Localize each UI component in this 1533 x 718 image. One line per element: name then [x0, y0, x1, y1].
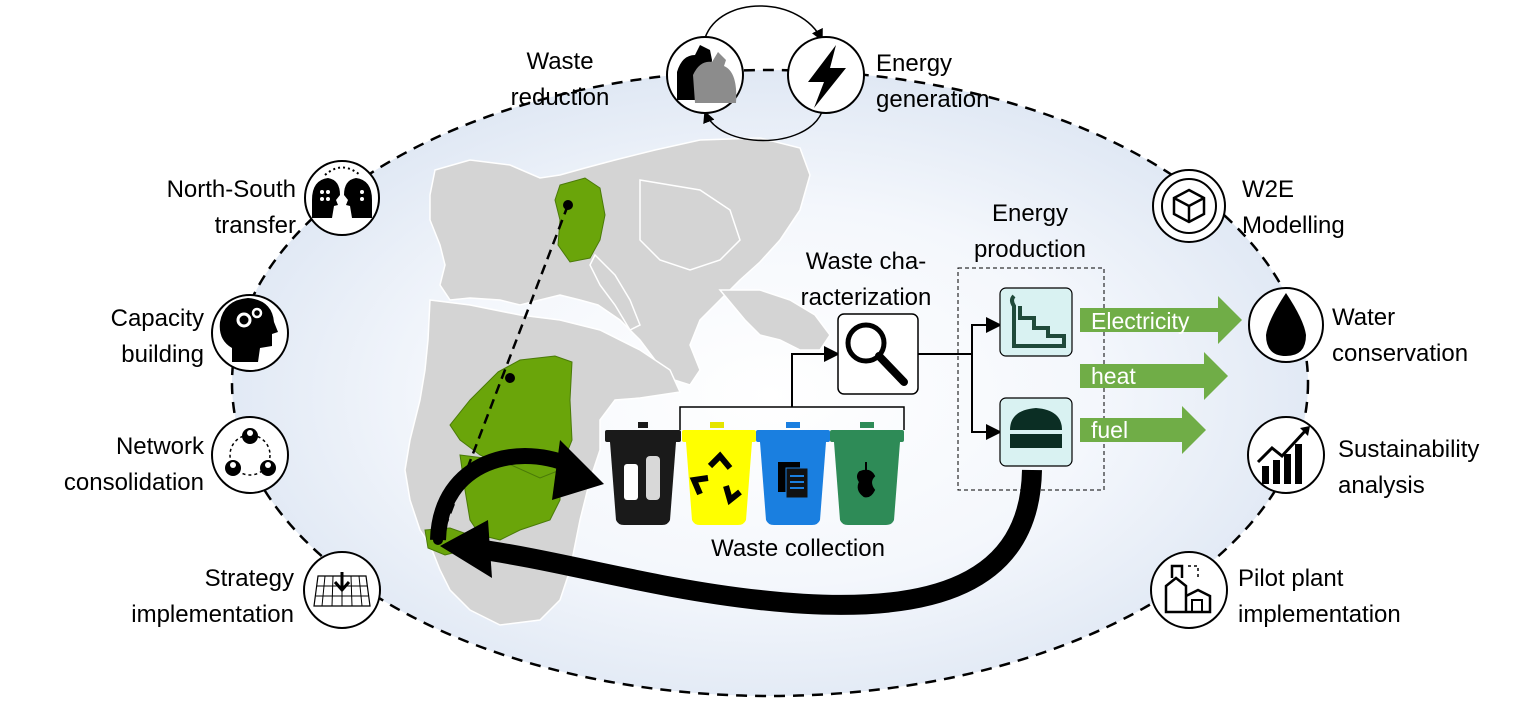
- fuel-arrow: [1080, 406, 1206, 454]
- waste-collection-label: Waste collection: [711, 535, 885, 562]
- cycle-arrow-bottom: [703, 110, 823, 142]
- chart-growth-icon: [1247, 416, 1325, 494]
- big-arrow-to-bins-head: [552, 440, 604, 500]
- bin-blue-icon: [756, 422, 830, 525]
- lightning-icon: [787, 36, 865, 114]
- electricity-arrow: [1080, 296, 1242, 344]
- germany-shape: [554, 177, 606, 263]
- mali-shape: [459, 454, 561, 541]
- waste-bags-icon: [666, 36, 744, 114]
- connector-to-characterization: [791, 346, 840, 407]
- head-gears-icon: [211, 294, 289, 372]
- map-dot-germany: [563, 200, 573, 210]
- big-arrow-return: [468, 469, 1042, 615]
- grid-download-icon: [303, 551, 381, 629]
- biogas-digester-icon: [999, 397, 1073, 467]
- electricity-label: Electricity: [1091, 308, 1190, 334]
- magnifier-icon: [837, 313, 919, 395]
- waste-characterization-label: Waste cha-racterization: [800, 248, 932, 311]
- output-arrows: [1080, 296, 1242, 454]
- bin-green-icon: [830, 422, 904, 525]
- heat-label: heat: [1091, 363, 1136, 389]
- power-plant-icon: [999, 287, 1073, 357]
- fuel-label: fuel: [1091, 417, 1129, 443]
- heads-transfer-icon: [304, 160, 380, 236]
- water-drop-icon: [1248, 287, 1324, 363]
- bin-yellow-icon: [682, 422, 756, 525]
- cycle-arrow-top: [704, 5, 823, 42]
- big-arrow-return-head: [440, 520, 492, 578]
- big-arrow-to-bins: [430, 448, 580, 541]
- cube-modelling-icon: [1152, 169, 1226, 243]
- factory-icon: [1150, 551, 1228, 629]
- bin-black-icon: [605, 422, 681, 525]
- heat-arrow: [1080, 352, 1228, 400]
- map-dot-algeria: [505, 373, 515, 383]
- network-people-icon: [211, 416, 289, 494]
- map-link-line: [438, 204, 570, 541]
